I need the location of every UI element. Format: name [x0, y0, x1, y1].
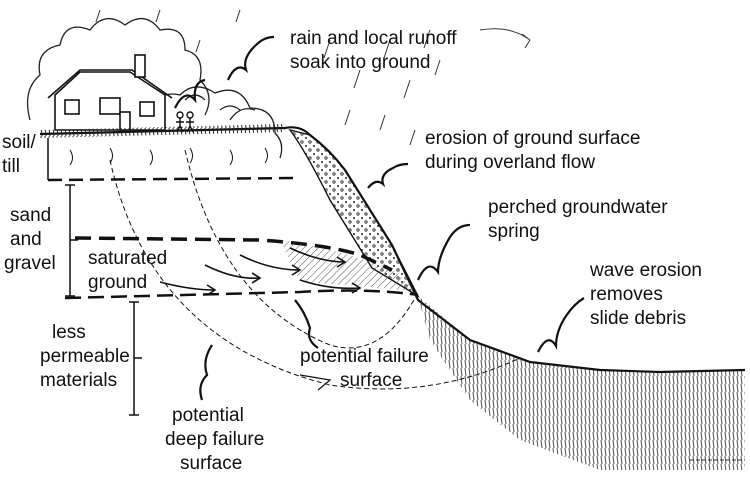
label-soil-line1: soil/ — [2, 132, 36, 153]
label-sand-line3: gravel — [4, 253, 56, 274]
layer-brackets — [65, 184, 142, 416]
label-potential-failure-line1: potential failure — [300, 346, 429, 367]
label-wave-line1: wave erosion — [590, 260, 702, 281]
deep-failure-surface — [109, 159, 521, 390]
label-perched-line2: spring — [488, 221, 540, 242]
label-sand-line2: and — [10, 229, 42, 250]
label-less-line1: less — [52, 322, 86, 343]
label-sand-line1: sand — [10, 205, 52, 226]
label-wave-line3: slide debris — [590, 308, 687, 329]
label-rain-line1: rain and local runoff — [290, 28, 457, 49]
perched-water-table — [74, 236, 393, 272]
sand-gravel-base — [64, 289, 419, 300]
people — [176, 111, 194, 133]
label-erosion-line1: erosion of ground surface — [425, 128, 641, 149]
label-wave-line2: removes — [590, 284, 663, 305]
potential-failure-surface — [184, 149, 416, 349]
label-erosion-line2: during overland flow — [425, 152, 596, 173]
label-less-line2: permeable — [40, 346, 130, 367]
rain — [95, 9, 531, 146]
label-deep-failure-line3: surface — [180, 453, 243, 474]
label-soil-line2: till — [2, 156, 20, 177]
label-saturated-line1: saturated — [88, 248, 168, 269]
groundwater-flow-arrows — [159, 247, 362, 296]
house — [47, 54, 173, 131]
soil-till-layer — [47, 138, 301, 182]
label-deep-failure-line1: potential — [172, 405, 244, 426]
lower-slope — [418, 296, 745, 470]
label-saturated-line2: ground — [88, 272, 148, 293]
label-perched-line1: perched groundwater — [488, 197, 668, 218]
label-rain-line2: soak into ground — [290, 52, 431, 73]
leader-lines — [174, 35, 585, 401]
label-deep-failure-line2: deep failure — [165, 429, 265, 450]
label-potential-failure-line2: surface — [340, 370, 403, 391]
label-less-line3: materials — [40, 370, 118, 391]
